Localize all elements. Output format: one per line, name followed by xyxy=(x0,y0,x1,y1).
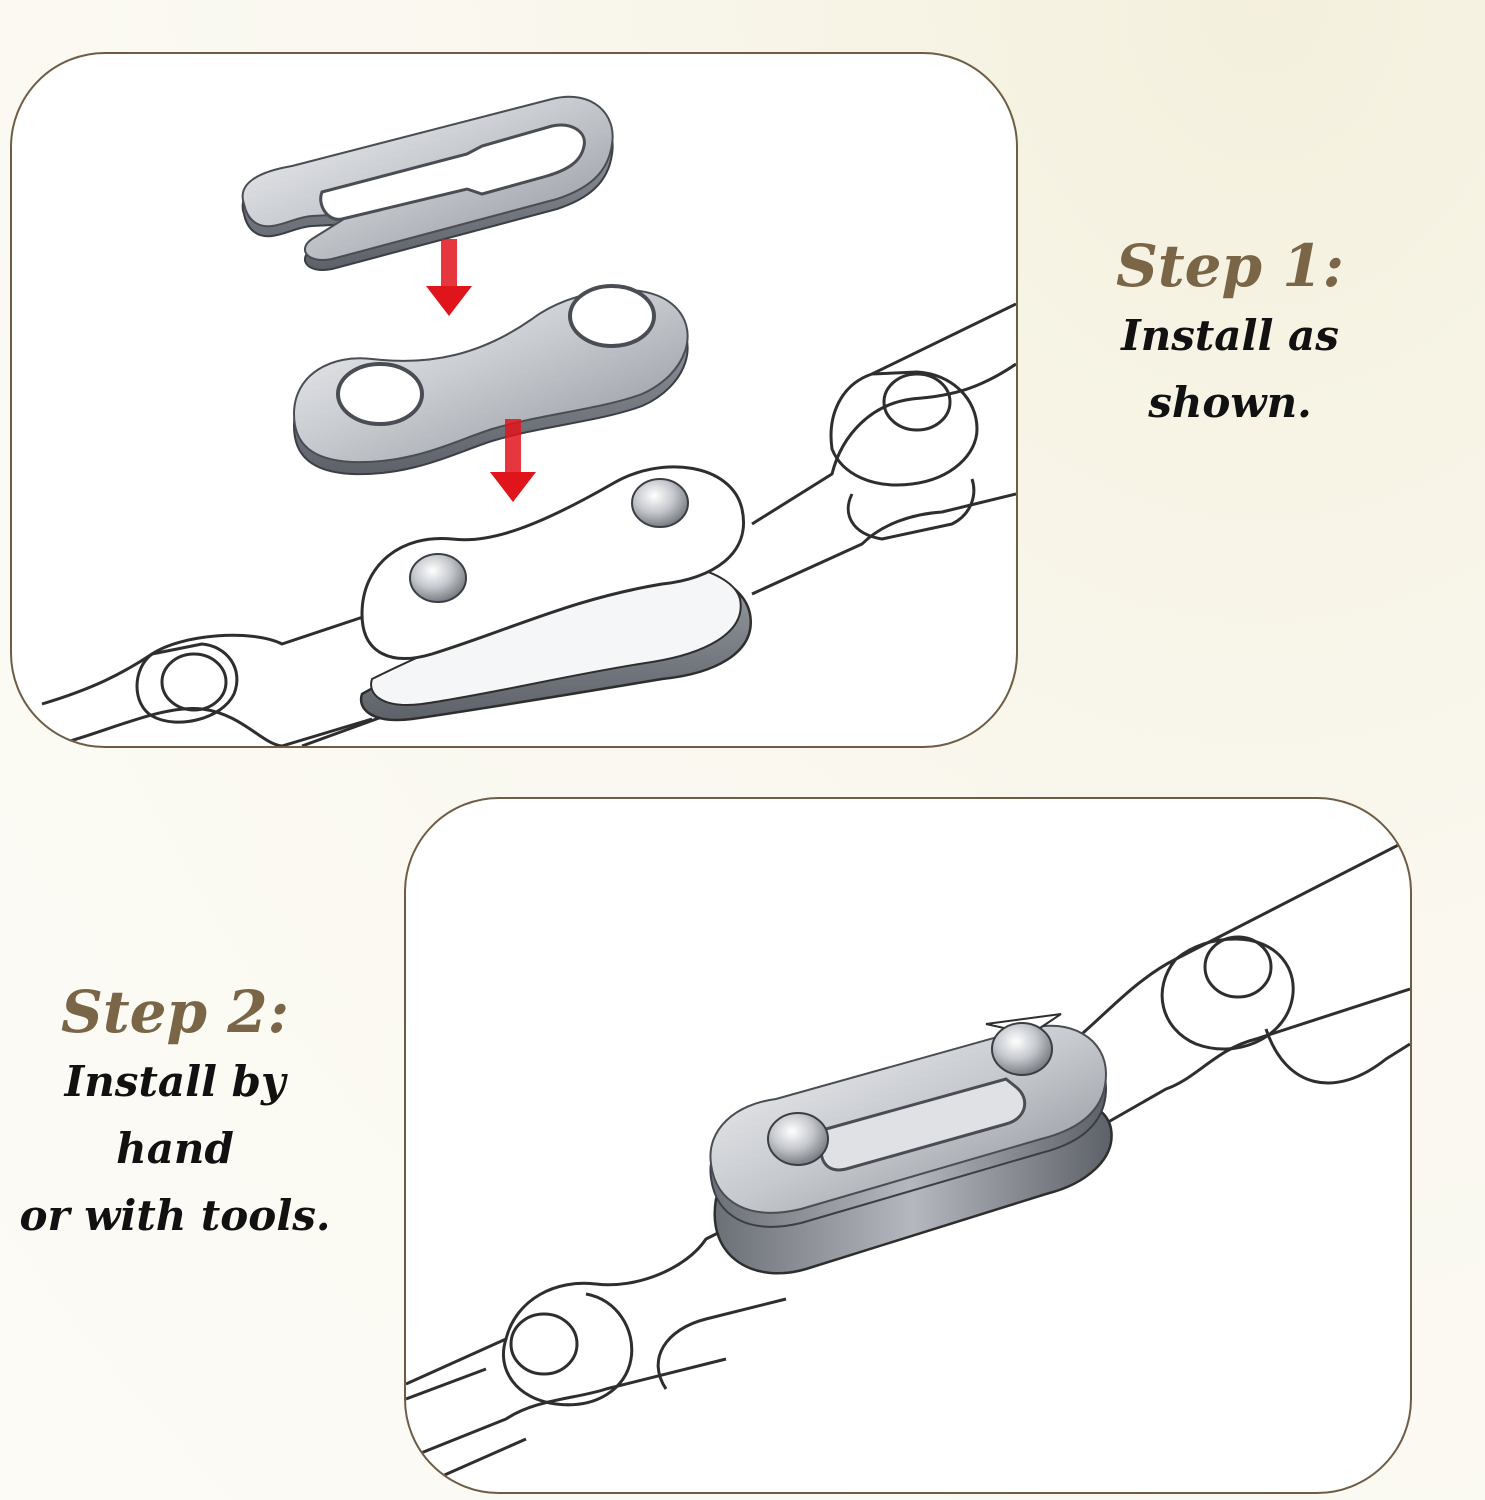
plate-hole-right xyxy=(568,284,656,348)
arrow-down-icon-2 xyxy=(490,419,536,502)
pin-right xyxy=(631,478,689,528)
chain-outer-plate-right xyxy=(751,362,1016,526)
chain-outline xyxy=(406,837,1410,1492)
step2-title: Step 2: xyxy=(60,978,290,1046)
chain-outer-plate-right xyxy=(1095,987,1410,1131)
pin-left xyxy=(767,1112,829,1166)
chain-pin-hole-left xyxy=(160,652,228,712)
step2-illustration xyxy=(406,837,1410,1492)
chain-mid-edge-left xyxy=(406,1367,487,1401)
chain-link-right xyxy=(829,370,979,487)
step2-caption: Step 2: Install by hand or with tools. xyxy=(0,978,350,1249)
step1-illustration xyxy=(41,95,1016,746)
chain-pin-hole-left xyxy=(509,1312,579,1376)
step1-title: Step 1: xyxy=(1115,232,1345,300)
step1-illustration-panel xyxy=(10,52,1018,748)
chain-link-left xyxy=(135,642,239,724)
chain-link-left xyxy=(501,1292,634,1407)
chain-lower-edge-left xyxy=(406,1357,727,1461)
master-link-plate xyxy=(292,284,689,476)
chain-lower-plate-left xyxy=(656,1297,787,1390)
spring-clip xyxy=(241,95,614,271)
chain-top-edge-right xyxy=(1075,837,1410,1041)
chain-bottom-edge-left xyxy=(406,1437,527,1492)
chain-roller-right xyxy=(846,478,976,541)
step1-caption: Step 1: Install as shown. xyxy=(1075,232,1385,436)
chain-outer-plate-left xyxy=(406,1227,727,1386)
step1-text-line2: shown. xyxy=(1148,377,1312,427)
plate-hole-left xyxy=(336,362,424,426)
clip-slot xyxy=(319,123,586,221)
chain-lower-plate-line xyxy=(281,717,373,746)
step2-illustration-panel xyxy=(404,797,1412,1494)
arrow-down-icon xyxy=(426,239,472,316)
chain-lower-edge-right xyxy=(751,492,1016,596)
step2-text-line2: or with tools. xyxy=(19,1190,331,1240)
chain-outline xyxy=(41,302,1016,746)
chain-pin-hole-right xyxy=(1203,935,1273,999)
chain-top-edge-right xyxy=(871,302,1016,376)
chain-roller-right xyxy=(1264,1028,1410,1085)
step2-text-line1: Install by hand xyxy=(64,1056,286,1173)
pin-right xyxy=(991,1022,1053,1076)
chain-lower-edge-left xyxy=(51,706,283,746)
chain-outer-plate-left xyxy=(41,612,373,706)
chain-pin-hole-right xyxy=(882,372,952,432)
step1-text-line1: Install as xyxy=(1121,310,1339,360)
pin-left xyxy=(409,553,467,603)
